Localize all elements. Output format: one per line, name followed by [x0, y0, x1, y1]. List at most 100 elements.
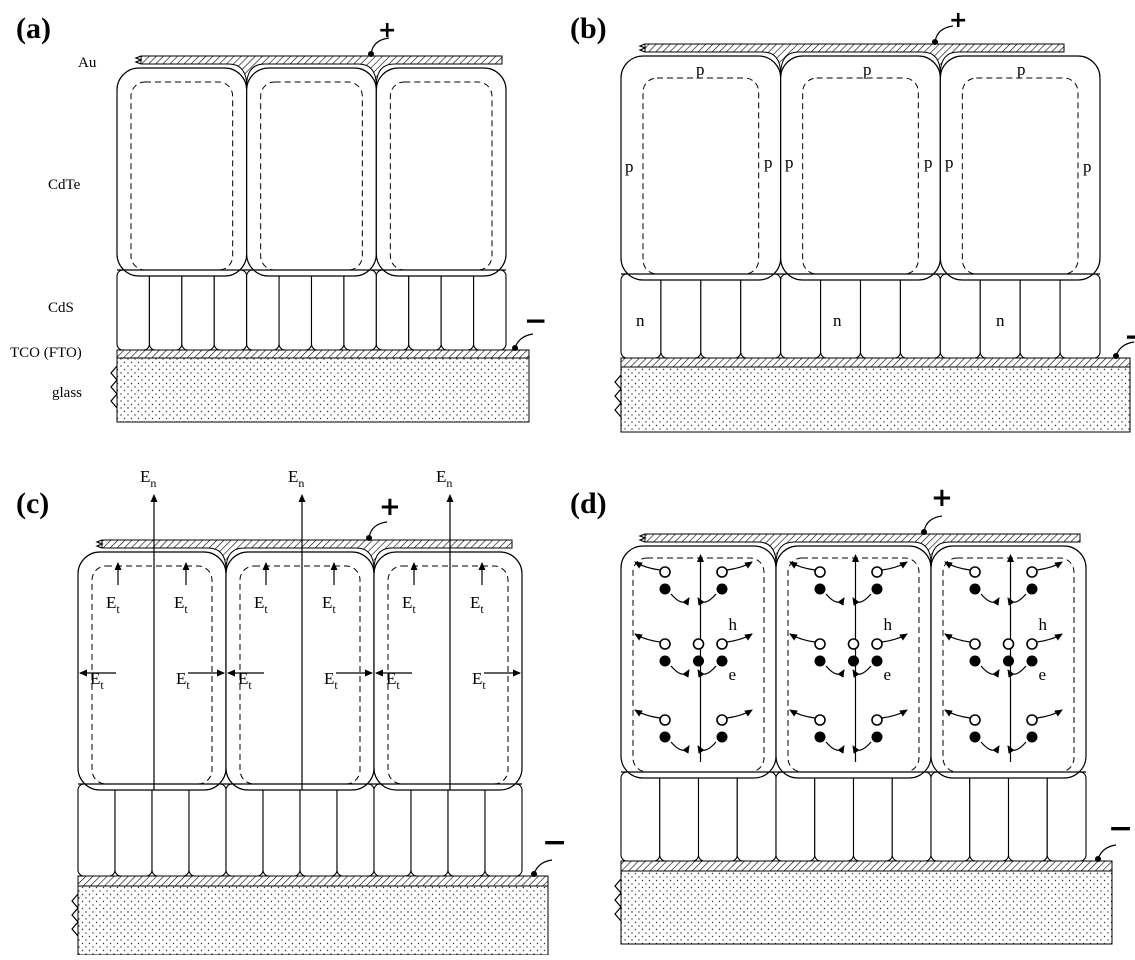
- hole-flow-arrow: [726, 633, 753, 643]
- minus-sign-d: −: [1108, 811, 1133, 846]
- electron-carrier: [814, 655, 826, 667]
- panel-d-minus-contact-dot: [1095, 856, 1101, 862]
- electron-carrier: [969, 655, 981, 667]
- plus-sign-d: +: [931, 483, 953, 513]
- hole-carrier: [871, 638, 883, 650]
- plus-sign-a: +: [378, 18, 396, 43]
- panel-b-cds-column: [1059, 273, 1101, 359]
- hole-flow-arrow: [881, 561, 908, 571]
- panel-b-cds-column: [1019, 273, 1061, 359]
- electron-flow-arrow: [1007, 593, 1027, 606]
- hole-flow-arrow: [634, 633, 661, 643]
- panel-d-cds-column: [1007, 771, 1048, 862]
- hole-label: h: [729, 615, 738, 634]
- electron-carrier: [871, 731, 883, 743]
- electron-carrier: [716, 583, 728, 595]
- hole-carrier: [659, 638, 671, 650]
- electron-flow-arrow: [980, 741, 1000, 754]
- plus-sign-c: +: [379, 492, 401, 522]
- normal-field-label: En: [140, 467, 156, 490]
- panel-a-cds-column: [278, 269, 313, 351]
- minus-sign-b: −: [1124, 320, 1135, 353]
- hole-carrier: [871, 714, 883, 726]
- electron-flow-arrow: [670, 593, 690, 606]
- minus-sign-c: −: [542, 825, 567, 860]
- panel-d-cds-column: [891, 771, 932, 862]
- panel-c-minus-contact-dot: [531, 871, 537, 877]
- electron-carrier: [693, 655, 704, 667]
- panel-c-cds-column: [410, 783, 449, 877]
- hole-label: h: [1039, 615, 1048, 634]
- electron-flow-arrow: [1007, 665, 1027, 678]
- panel-b-plus-contact-dot: [932, 39, 938, 45]
- electron-carrier: [1003, 655, 1014, 667]
- electron-flow-arrow: [852, 593, 872, 606]
- hole-flow-arrow: [789, 709, 816, 719]
- electron-flow-arrow: [825, 741, 845, 754]
- electron-label: e: [884, 665, 892, 684]
- electron-flow-arrow: [852, 665, 872, 678]
- layer-label-tco: TCO (FTO): [10, 345, 82, 361]
- panel-b-minus-contact-dot: [1113, 353, 1119, 359]
- panel-d-cds-column: [775, 771, 816, 862]
- panel-a-cds-column: [473, 269, 507, 351]
- panel-a-cds-column: [310, 269, 345, 351]
- plus-sign-b: +: [949, 8, 967, 33]
- hole-carrier: [716, 638, 728, 650]
- panel-c-glass-substrate: [77, 885, 549, 956]
- panel-a-glass-substrate: [116, 357, 530, 423]
- panel-b-glass-substrate: [620, 366, 1131, 433]
- panel-a-plus-contact-dot: [368, 51, 374, 57]
- panel-c-cds-column: [151, 783, 190, 877]
- minus-sign-a: −: [524, 304, 547, 337]
- hole-flow-arrow: [944, 633, 971, 643]
- electron-flow-arrow: [825, 593, 845, 606]
- electron-carrier: [716, 655, 728, 667]
- panel-d-au-contact: [644, 533, 1081, 565]
- electron-carrier: [969, 731, 981, 743]
- electron-flow-arrow: [697, 665, 717, 678]
- panel-d-tco-layer: [620, 860, 1113, 872]
- panel-d-cds-column: [659, 771, 700, 862]
- hole-flow-arrow: [726, 709, 753, 719]
- p-type-label-top: p: [1017, 60, 1026, 79]
- electron-carrier: [814, 583, 826, 595]
- p-type-label-side: p: [924, 153, 933, 172]
- panel-d-plus-lead: [923, 515, 943, 533]
- hole-carrier: [1002, 638, 1015, 650]
- panel-d-cds-column: [814, 771, 855, 862]
- panel-c-au-break-left: [95, 539, 104, 549]
- hole-carrier: [969, 566, 981, 578]
- electron-carrier: [814, 731, 826, 743]
- p-type-label-side: p: [1083, 157, 1092, 176]
- panel-c-cds-column: [336, 783, 375, 877]
- electron-carrier: [1026, 583, 1038, 595]
- hole-carrier: [659, 714, 671, 726]
- panel-c-plus-contact-dot: [366, 535, 372, 541]
- hole-flow-arrow: [634, 709, 661, 719]
- hole-carrier: [659, 566, 671, 578]
- hole-carrier: [847, 638, 860, 650]
- hole-carrier: [716, 714, 728, 726]
- panel-a-cds-column: [213, 269, 248, 351]
- hole-carrier: [1026, 566, 1038, 578]
- panel-a-cds-column: [440, 269, 475, 351]
- panel-d-cds-column: [697, 771, 738, 862]
- hole-carrier: [969, 638, 981, 650]
- panel-a-cds-column: [343, 269, 377, 351]
- hole-carrier: [814, 638, 826, 650]
- hole-carrier: [692, 638, 705, 650]
- panel-d-au-break-left: [638, 533, 647, 543]
- electron-flow-arrow: [980, 593, 1000, 606]
- hole-flow-arrow: [1036, 709, 1063, 719]
- hole-carrier: [1026, 638, 1038, 650]
- electron-carrier: [1026, 731, 1038, 743]
- electron-flow-arrow: [697, 593, 717, 606]
- panel-d-cds-column: [620, 771, 661, 862]
- electron-carrier: [969, 583, 981, 595]
- hole-carrier: [871, 566, 883, 578]
- panel-a-au-contact: [140, 55, 503, 87]
- panel-d-cds-column: [930, 771, 971, 862]
